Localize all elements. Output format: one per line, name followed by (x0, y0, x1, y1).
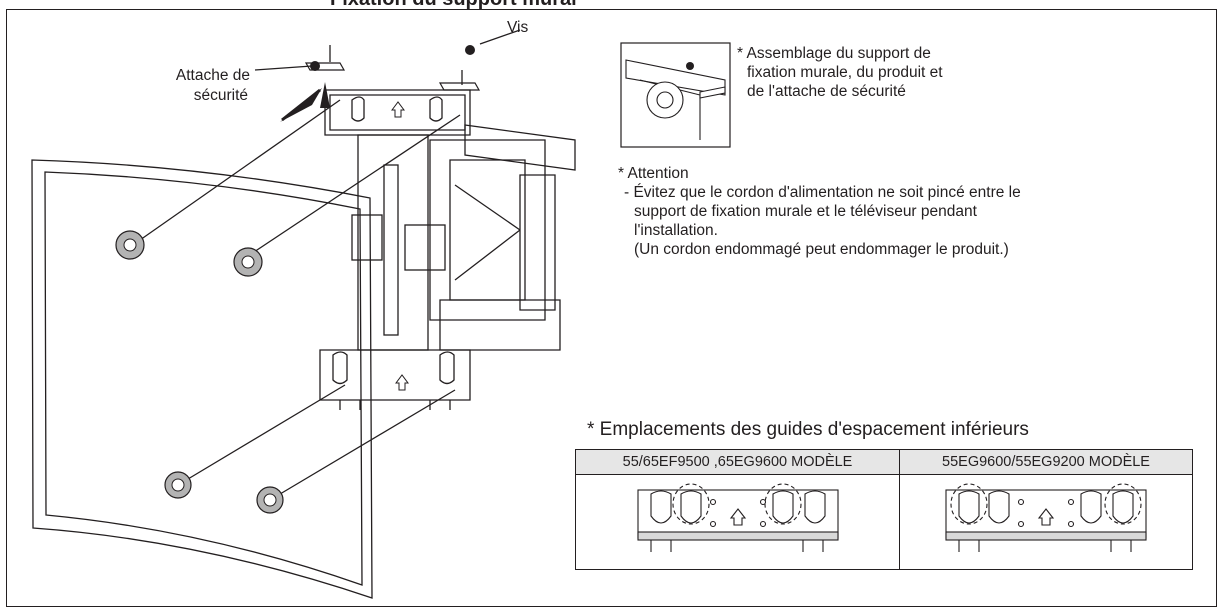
model-header-a: 55/65EF9500 ,65EG9600 MODÈLE (575, 449, 900, 475)
model-cell-a (575, 474, 900, 570)
spacer-guide-title: * Emplacements des guides d'espacement i… (587, 419, 1029, 440)
tv-outline (31, 159, 373, 599)
model-header-b: 55EG9600/55EG9200 MODÈLE (899, 449, 1193, 475)
top-title: Fixation du support mural (330, 0, 577, 10)
screw-label: Vis (507, 19, 529, 36)
attention-heading: * Attention (618, 165, 689, 182)
model-cell-b (899, 474, 1193, 570)
assembly-note: * Assemblage du support de fixation mura… (737, 45, 943, 100)
safety-clip-label-line2: sécurité (193, 87, 248, 104)
spacer-diagram-b (945, 482, 1147, 552)
attention-note: * Attention - Évitez que le cordon d'ali… (618, 165, 1021, 258)
model-table: 55/65EF9500 ,65EG9600 MODÈLE 55EG9600/55… (575, 449, 1193, 570)
top-title-clip: Fixation du support mural (330, 0, 850, 10)
safety-clip-label-line1: Attache de (175, 67, 250, 84)
diagram-frame (6, 9, 1217, 607)
spacer-diagram-a (636, 482, 839, 552)
